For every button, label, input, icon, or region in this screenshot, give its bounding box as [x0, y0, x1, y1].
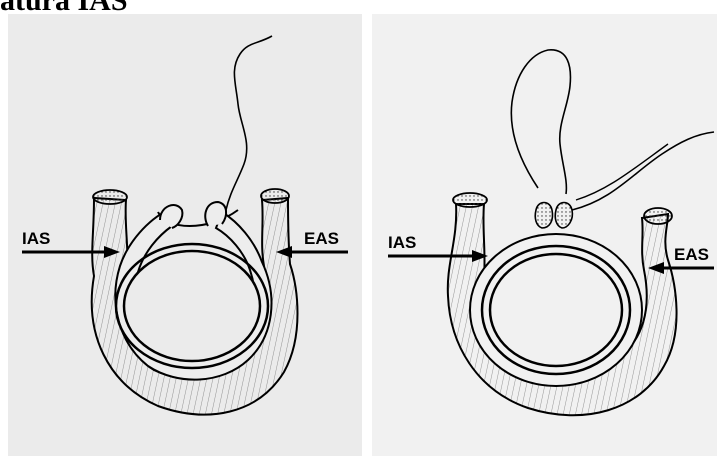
suture-loop: [511, 50, 570, 194]
eas-label: EAS: [674, 246, 709, 264]
suture-thread: [226, 36, 272, 210]
suture-tail-1: [572, 132, 714, 210]
eas-cut-end-right: [261, 189, 289, 203]
mucosa-inner-ring: [490, 254, 622, 366]
ias-label: IAS: [388, 234, 416, 252]
ias-end-right: [205, 202, 226, 226]
left-panel: IAS EAS: [8, 14, 362, 456]
eas-label: EAS: [304, 230, 339, 248]
ias-approximated-ends: [535, 203, 572, 229]
eas-cut-end-right: [644, 208, 672, 224]
suture-tail-2: [576, 144, 668, 200]
eas-cut-end-left: [453, 193, 487, 207]
right-sphincter-drawing: [372, 14, 717, 456]
right-panel: IAS EAS: [372, 14, 717, 456]
mucosa-inner-ring: [124, 251, 260, 361]
ias-label: IAS: [22, 230, 50, 248]
eas-cut-end-left: [93, 190, 127, 204]
